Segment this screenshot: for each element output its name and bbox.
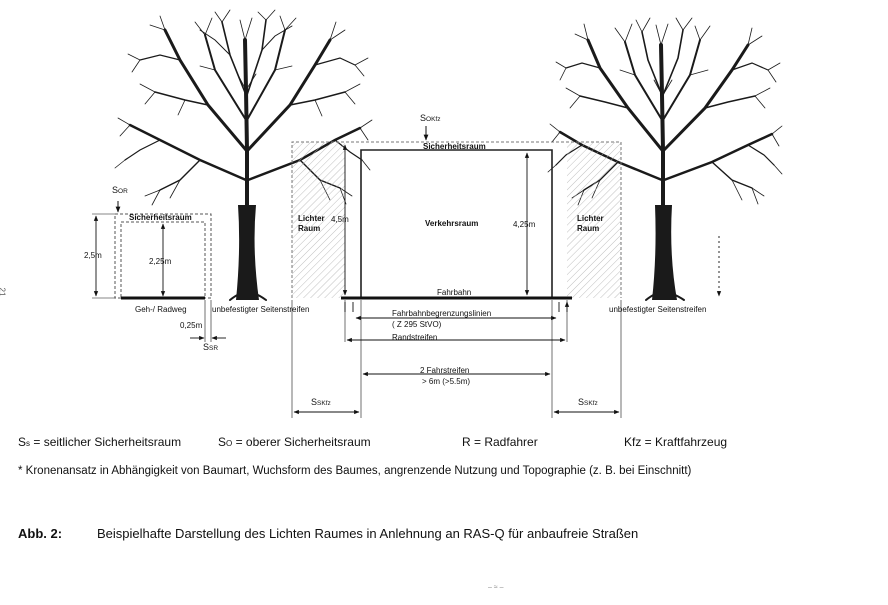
lichter-raum-outline xyxy=(291,141,622,298)
width-0-25m-label: 0,25m xyxy=(180,321,203,330)
fahrbahn-edge-markers xyxy=(344,302,567,312)
fahrbahn-label: Fahrbahn xyxy=(437,288,472,297)
caption-label: Abb. 2: xyxy=(18,526,63,541)
randstreifen-label: Randstreifen xyxy=(392,333,438,342)
lichter-raum-left-label: Lichter Raum xyxy=(298,214,325,233)
legend-r: R = Radfahrer xyxy=(462,435,538,449)
legend-kfz: Kfz = Kraftfahrzeug xyxy=(624,435,728,449)
caption-text: Beispielhafte Darstellung des Lichten Ra… xyxy=(97,526,639,541)
verkehrsraum-outline xyxy=(360,149,553,298)
lichter-raum-right-hatch xyxy=(567,142,621,298)
s-sr-label: SSR xyxy=(203,342,219,352)
left-tree-icon xyxy=(114,9,373,301)
s-or-label: SOR xyxy=(112,185,128,195)
s-okfz-label: SOKfz xyxy=(420,113,441,123)
margin-mark: 21 xyxy=(0,287,7,297)
geh-radweg-label: Geh-/ Radweg xyxy=(135,305,187,314)
fahrbahnbegrenzungslinien-label: Fahrbahnbegrenzungslinien xyxy=(392,309,492,318)
legend-ss: Ss = seitlicher Sicherheitsraum xyxy=(18,435,182,449)
fahrstreifen-width-label: > 6m (>5.5m) xyxy=(422,377,471,386)
verkehrsraum-label: Verkehrsraum xyxy=(425,219,479,228)
z295-label: ( Z 295 StVO) xyxy=(392,320,442,329)
legend-note: * Kronenansatz in Abhängigkeit von Bauma… xyxy=(18,465,692,477)
legend-so: SO = oberer Sicherheitsraum xyxy=(218,435,371,449)
unbefestigter-seitenstreifen-right-label: unbefestigter Seitenstreifen xyxy=(609,305,707,314)
sicherheitsraum-left-label: Sicherheitsraum xyxy=(129,213,192,222)
height-4-5m-label: 4,5m xyxy=(331,215,349,224)
s-skfz-left-label: SSKfz xyxy=(311,397,331,407)
lichter-raum-right-label: Lichter Raum xyxy=(577,214,604,233)
sicherheitsraum-top-label: Sicherheitsraum xyxy=(423,142,486,151)
unbefestigter-seitenstreifen-left-label: unbefestigter Seitenstreifen xyxy=(212,305,310,314)
height-2-25m-label: 2,25m xyxy=(149,257,172,266)
s-skfz-right-label: SSKfz xyxy=(578,397,598,407)
height-4-25m-label: 4,25m xyxy=(513,220,536,229)
height-2-5m-label: 2,5m xyxy=(84,251,102,260)
lichter-raum-left-hatch xyxy=(292,142,345,298)
fahrstreifen-label: 2 Fahrstreifen xyxy=(420,366,470,375)
footer-mark: – ≈ – xyxy=(488,584,504,591)
